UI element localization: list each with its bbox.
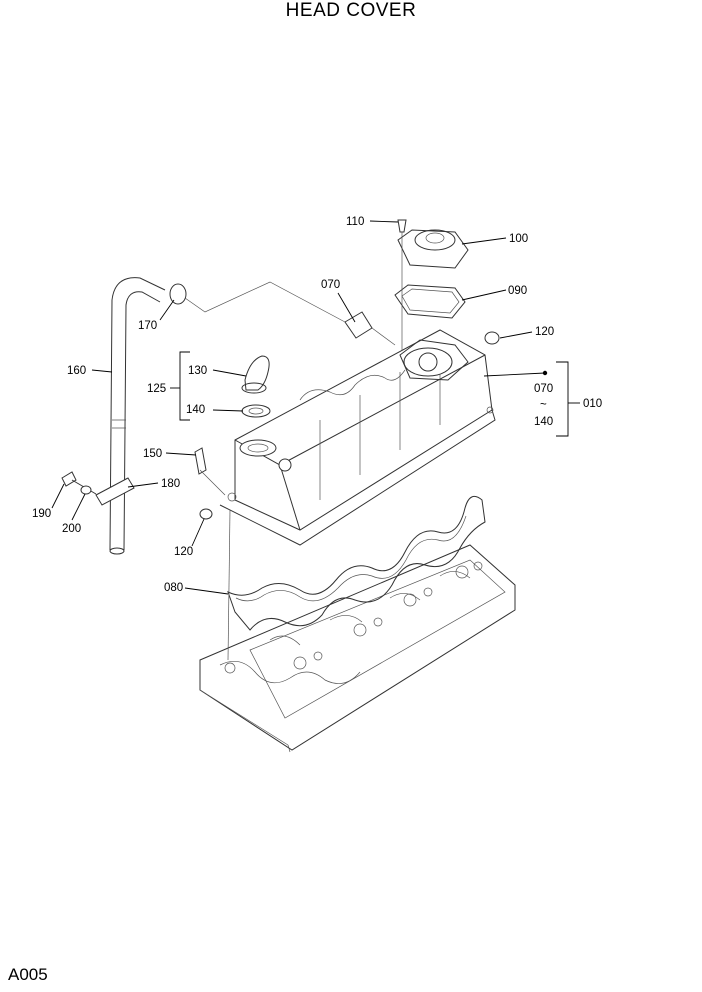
breather-cover-drawing — [394, 219, 469, 350]
callout-190: 190 — [32, 508, 51, 520]
callout-010-range-tilde: ~ — [540, 399, 547, 411]
leader-lines — [51, 220, 580, 595]
callout-125: 125 — [147, 383, 166, 395]
callout-dot — [542, 370, 548, 376]
callout-070: 070 — [321, 279, 340, 291]
callout-130: 130 — [188, 365, 207, 377]
callout-150: 150 — [143, 448, 162, 460]
callout-010: 010 — [583, 398, 602, 410]
callout-120-bottom: 120 — [174, 546, 193, 558]
callout-200: 200 — [62, 523, 81, 535]
callout-010-range-end: 140 — [534, 416, 553, 428]
callout-010-range-start: 070 — [534, 383, 553, 395]
callout-labels: 110 100 070 090 120 170 160 130 125 140 … — [32, 216, 602, 594]
callout-140: 140 — [186, 404, 205, 416]
o-ring-top-drawing — [484, 331, 500, 345]
callout-120-top: 120 — [535, 326, 554, 338]
callout-090: 090 — [508, 285, 527, 297]
callout-100: 100 — [509, 233, 528, 245]
breather-hose-drawing — [61, 277, 373, 555]
page-code: A005 — [8, 965, 48, 984]
cylinder-head-drawing — [199, 544, 516, 753]
callout-080: 080 — [164, 582, 183, 594]
callout-170: 170 — [138, 320, 157, 332]
o-ring-bottom-drawing — [199, 508, 213, 520]
page-title: HEAD COVER — [285, 0, 417, 21]
callout-110: 110 — [346, 216, 364, 228]
callout-160: 160 — [67, 365, 86, 377]
head-cover-body-drawing — [219, 329, 496, 546]
oil-filler-cap-drawing — [241, 355, 271, 418]
callout-180: 180 — [161, 478, 180, 490]
alignment-lines — [184, 281, 396, 661]
head-cover-gasket-drawing — [227, 495, 486, 631]
